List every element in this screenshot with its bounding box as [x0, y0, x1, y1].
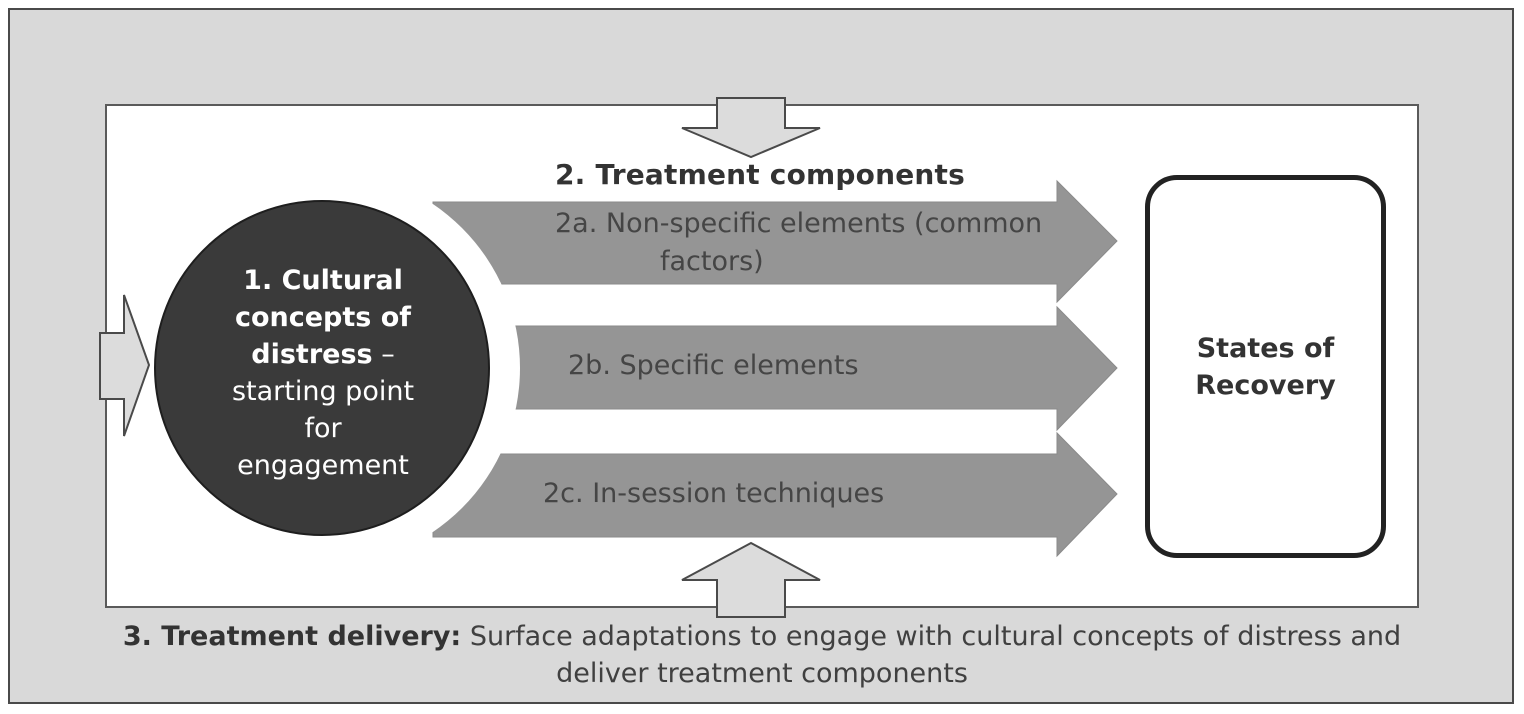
cultural-concepts-line1: 1. Cultural	[243, 265, 403, 296]
cultural-concepts-line4: starting point	[231, 376, 415, 407]
cultural-concepts-line6: engagement	[237, 450, 409, 481]
band-arrow-2b	[432, 305, 1118, 432]
element-2c-label: 2c. In-session techniques	[543, 478, 885, 509]
treatment-delivery-label: 3. Treatment delivery:	[122, 621, 462, 652]
cultural-concepts-distress: distress	[251, 339, 373, 370]
element-2a-line2: factors)	[660, 246, 764, 277]
cultural-concepts-circle	[154, 200, 490, 536]
band-arrow-2c	[432, 431, 1118, 558]
states-of-recovery-box: States of Recovery	[1145, 175, 1386, 558]
element-2a-line1: 2a. Non-specific elements (common	[555, 208, 1043, 239]
element-2b-label: 2b. Specific elements	[568, 350, 859, 381]
band-arrow-2a	[432, 179, 1118, 304]
treatment-components-heading: 2. Treatment components	[555, 158, 965, 191]
arrow-right-icon	[99, 294, 151, 437]
cultural-concepts-line2: concepts of	[234, 302, 412, 333]
recovery-line2: Recovery	[1195, 369, 1336, 401]
recovery-line1: States of	[1196, 332, 1335, 364]
cultural-concepts-line5: for	[304, 413, 342, 444]
treatment-delivery-text: Surface adaptations to engage with cultu…	[461, 621, 1402, 689]
cultural-concepts-dash: –	[372, 339, 395, 370]
arrow-down-icon	[681, 97, 821, 159]
cultural-concepts-line3: distress –	[188, 336, 458, 373]
arrow-up-icon	[681, 541, 821, 618]
cultural-concepts-label: 1. Cultural concepts of distress – start…	[188, 262, 458, 484]
treatment-delivery-caption: 3. Treatment delivery: Surface adaptatio…	[112, 618, 1412, 692]
